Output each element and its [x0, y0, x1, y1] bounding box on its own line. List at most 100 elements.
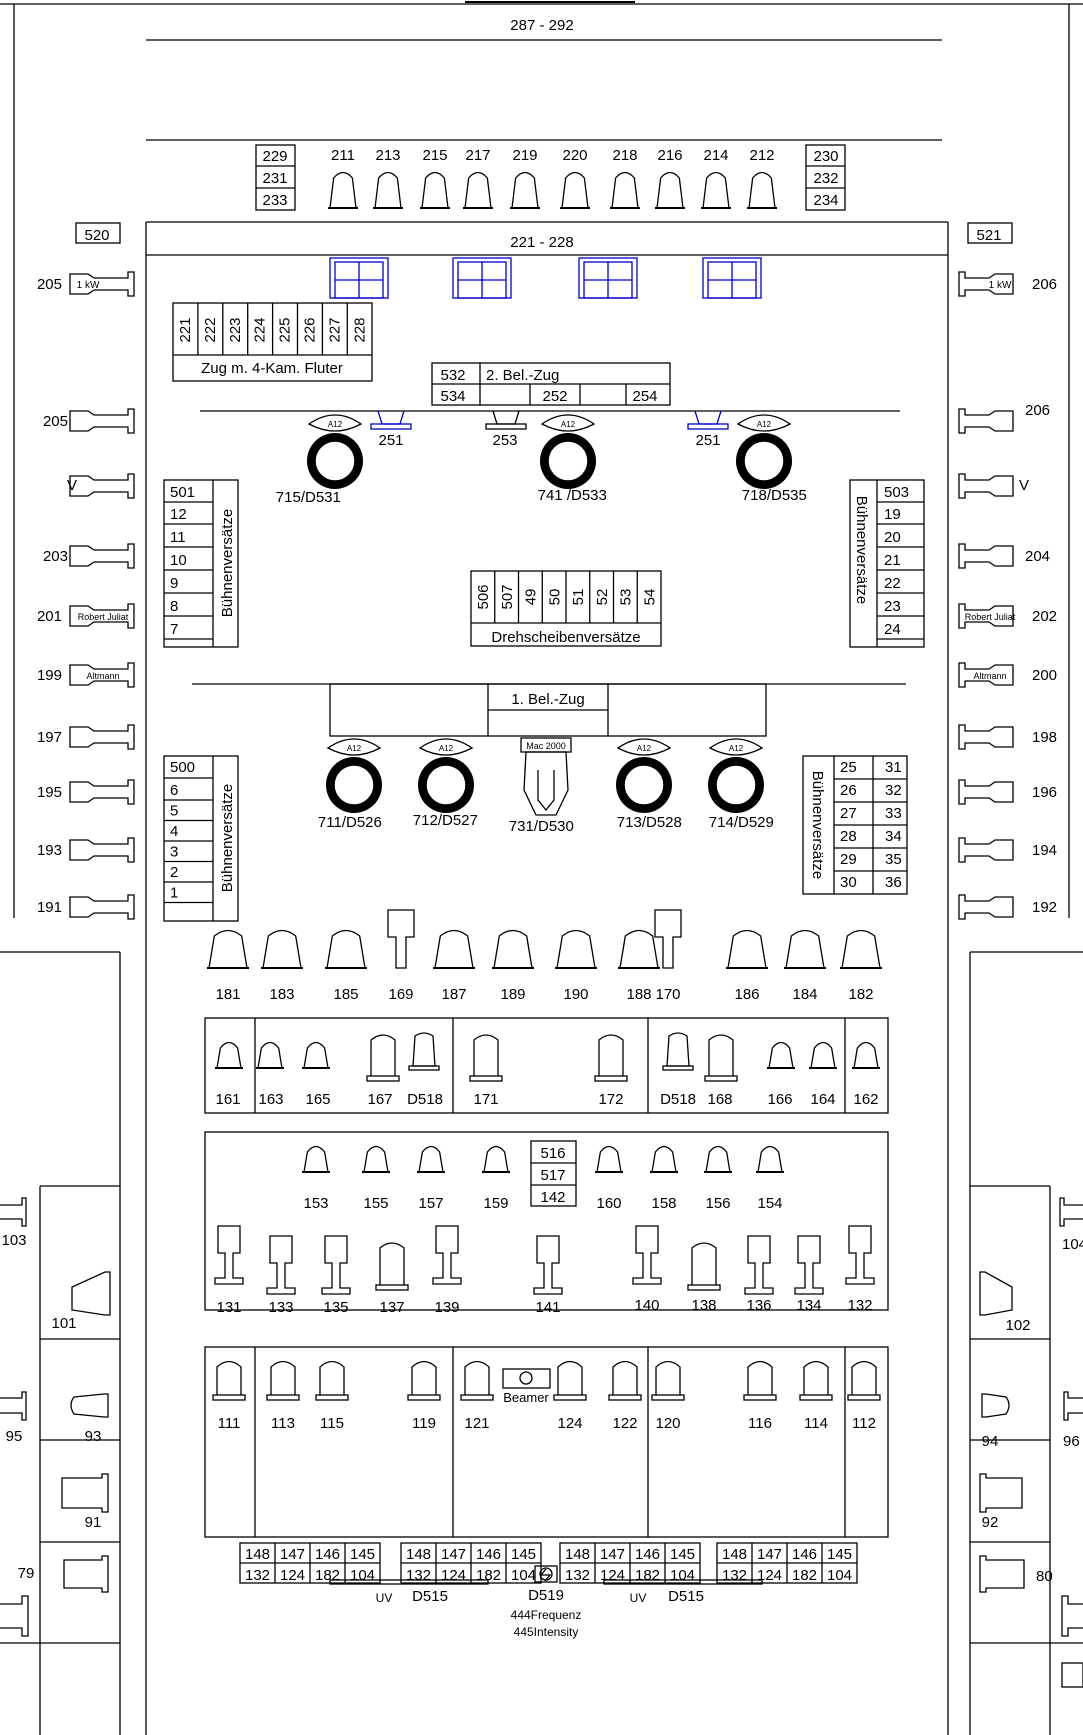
- side-fixture: [69, 894, 135, 920]
- beamer-label: Beamer: [503, 1390, 549, 1405]
- fresnel-fixture: [411, 1360, 437, 1395]
- fixture-label: 185: [333, 986, 358, 1003]
- buhne-item: 33: [885, 805, 902, 822]
- wing-fixture: [981, 1393, 1010, 1418]
- fixture-label: 133: [268, 1299, 293, 1316]
- mover-type: A12: [561, 420, 576, 429]
- wing-fixture: [61, 1473, 109, 1513]
- mover-dmx: D527: [442, 812, 478, 829]
- mover-type: A12: [439, 744, 454, 753]
- mover-number: 715/: [276, 489, 306, 506]
- fresnel-fixture: [370, 1034, 396, 1076]
- dmx-bottom: 132: [245, 1567, 270, 1584]
- fresnel-base: [553, 1394, 587, 1401]
- mover-type: A12: [757, 420, 772, 429]
- buhne-item: 5: [170, 803, 178, 820]
- side-number: 205: [43, 413, 68, 430]
- fresnel-base: [460, 1394, 494, 1401]
- fixture-label: 181: [215, 986, 240, 1003]
- fixture-label: 159: [483, 1195, 508, 1212]
- mover-lens: [547, 440, 589, 482]
- fixture-label: 183: [269, 986, 294, 1003]
- fresnel-base: [407, 1394, 441, 1401]
- cell-252: 252: [542, 388, 567, 405]
- wing-fixture: [979, 1271, 1013, 1316]
- bell-fixture: [464, 171, 492, 209]
- wing-fixture: [1063, 1391, 1083, 1421]
- dmx-top: 147: [757, 1546, 782, 1563]
- dmx-bottom: 124: [600, 1567, 625, 1584]
- bell-fixture: [656, 171, 684, 209]
- buhne-item: 22: [884, 575, 901, 592]
- fresnel-base: [608, 1394, 642, 1401]
- bell-fixture: [727, 929, 767, 969]
- side-box-text: V: [67, 477, 77, 494]
- buhne-item: 6: [170, 782, 178, 799]
- box-516: 516: [540, 1145, 565, 1162]
- fixture-label: 156: [705, 1195, 730, 1212]
- fresnel-base: [212, 1394, 246, 1401]
- strobe-fixture: [412, 1032, 436, 1067]
- mover-dmx: D531: [305, 489, 341, 506]
- fixture-label: 141: [535, 1299, 560, 1316]
- side-box-text: Robert Juliat: [78, 612, 129, 622]
- buhne-item: 35: [885, 851, 902, 868]
- side-number: 192: [1032, 899, 1057, 916]
- small-spot: [694, 410, 722, 425]
- wing-label: 92: [982, 1514, 999, 1531]
- buhne-item: 11: [170, 529, 186, 546]
- fresnel-fixture: [655, 1360, 681, 1395]
- fixture-label: 219: [512, 147, 537, 164]
- strobe-base: [662, 1065, 694, 1071]
- fixture-label: 166: [767, 1091, 792, 1108]
- fixture-label: 120: [655, 1415, 680, 1432]
- fixture-label: 212: [749, 147, 774, 164]
- side-fixture: [958, 724, 1014, 750]
- dmx-bottom: 124: [441, 1567, 466, 1584]
- buhne-item: 10: [170, 552, 187, 569]
- fresnel-base: [704, 1075, 738, 1082]
- pipe-label-221: 221 - 228: [510, 234, 573, 251]
- mover-lens: [715, 764, 757, 806]
- side-fixture: [958, 894, 1014, 920]
- side-fixture: [69, 473, 135, 499]
- bell-fixture: [326, 929, 366, 969]
- uv-dmx: D515: [668, 1588, 704, 1605]
- small-spot: [377, 410, 405, 425]
- dmx-top: 148: [565, 1546, 590, 1563]
- bell-fixture: [853, 1041, 879, 1069]
- fresnel-fixture: [612, 1360, 638, 1395]
- dmx-bottom: 132: [406, 1567, 431, 1584]
- dmx-bottom: 132: [722, 1567, 747, 1584]
- dmx-top: 147: [280, 1546, 305, 1563]
- side-fixture: [958, 408, 1014, 434]
- side-fixture: [69, 408, 135, 434]
- dmx-bottom: 124: [757, 1567, 782, 1584]
- fixture-label: 188: [626, 986, 651, 1003]
- fixture-label: 114: [804, 1415, 828, 1432]
- fixture-label: 115: [320, 1415, 344, 1432]
- side-number: 191: [37, 899, 62, 916]
- fixture-label: 162: [853, 1091, 878, 1108]
- mover-dmx: D529: [738, 814, 774, 831]
- dmx-bottom: 182: [635, 1567, 660, 1584]
- fresnel-base: [266, 1394, 300, 1401]
- bell-fixture: [810, 1041, 836, 1069]
- bel2-label: 2. Bel.-Zug: [486, 367, 559, 384]
- profile-fixture: [744, 1235, 774, 1295]
- wing-fixture: [1061, 1595, 1083, 1637]
- buhne-red: 501: [170, 484, 195, 501]
- fixture-label: 163: [258, 1091, 283, 1108]
- zug-column: 228: [351, 317, 368, 342]
- side-fixture: [69, 543, 135, 569]
- dmx-top: 146: [315, 1546, 340, 1563]
- profile-fixture: [533, 1235, 563, 1295]
- mover-number: 712/: [413, 812, 443, 829]
- profile-fixture: [321, 1235, 351, 1295]
- side-fixture: [69, 724, 135, 750]
- buhne-item: 2: [170, 864, 178, 881]
- buhne-item: 19: [884, 506, 901, 523]
- mover-lens: [623, 764, 665, 806]
- side-fixture: [958, 543, 1014, 569]
- mac-fixture: [537, 770, 555, 812]
